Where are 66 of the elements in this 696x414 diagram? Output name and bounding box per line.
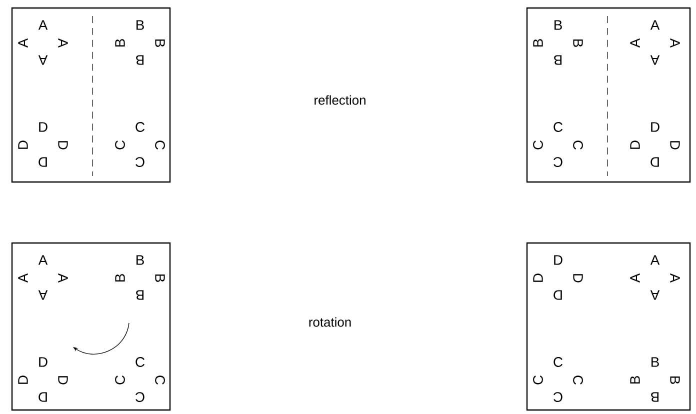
letter: D [18,140,28,149]
letter: D [554,255,562,265]
letter: C [554,392,562,402]
letter: D [651,122,660,132]
letter: A [630,273,640,283]
caption-label: rotation [309,317,351,327]
letter: B [573,40,583,47]
letter: B [554,20,562,30]
letter: D [573,274,583,282]
letter: A [18,273,28,283]
letter: C [136,122,145,132]
letter: A [670,38,680,48]
letter: B [652,357,659,367]
letter: A [650,55,660,65]
letter: D [18,376,28,384]
letter: A [650,255,660,265]
letter: B [136,20,144,30]
letter: D [58,141,68,150]
letter: B [155,40,165,47]
letter: A [670,273,680,283]
letter: B [136,55,144,65]
letter: B [554,55,562,65]
letter: A [58,38,68,48]
letter: A [38,55,48,65]
letter: B [136,290,144,300]
letter: C [573,376,583,385]
caption-label: reflection [314,95,366,105]
letter: B [136,255,144,265]
letter: C [136,392,144,402]
letter: C [554,357,563,367]
letter: A [630,38,640,48]
letter: D [533,274,543,282]
letter: C [554,157,562,167]
letter: D [38,392,47,402]
letter: A [18,38,28,48]
letter: D [630,140,640,149]
letter: C [136,157,144,167]
letter: C [155,140,165,150]
letter: A [38,255,48,265]
letter: A [58,273,68,283]
letter: C [554,122,563,132]
letter: D [38,157,47,167]
letter: D [39,357,48,367]
letter: B [630,376,640,384]
letter: B [651,392,659,402]
letter: C [115,140,125,150]
letter: C [136,357,145,367]
letter: C [155,376,165,385]
letter: D [39,122,48,132]
letter: D [58,376,68,384]
letter: A [650,20,660,30]
letter: A [650,290,660,300]
letter: B [115,274,125,282]
letter: C [115,376,125,384]
letter: B [115,39,125,47]
letter: D [554,290,562,300]
letter: D [670,141,680,150]
letter: C [533,376,543,384]
letter: D [650,157,659,167]
letter: C [533,140,543,150]
letter: A [38,20,48,30]
letter: C [573,140,583,150]
letter: A [38,290,48,300]
letter: B [155,274,165,282]
letter: B [670,376,680,384]
letter: B [533,39,543,47]
